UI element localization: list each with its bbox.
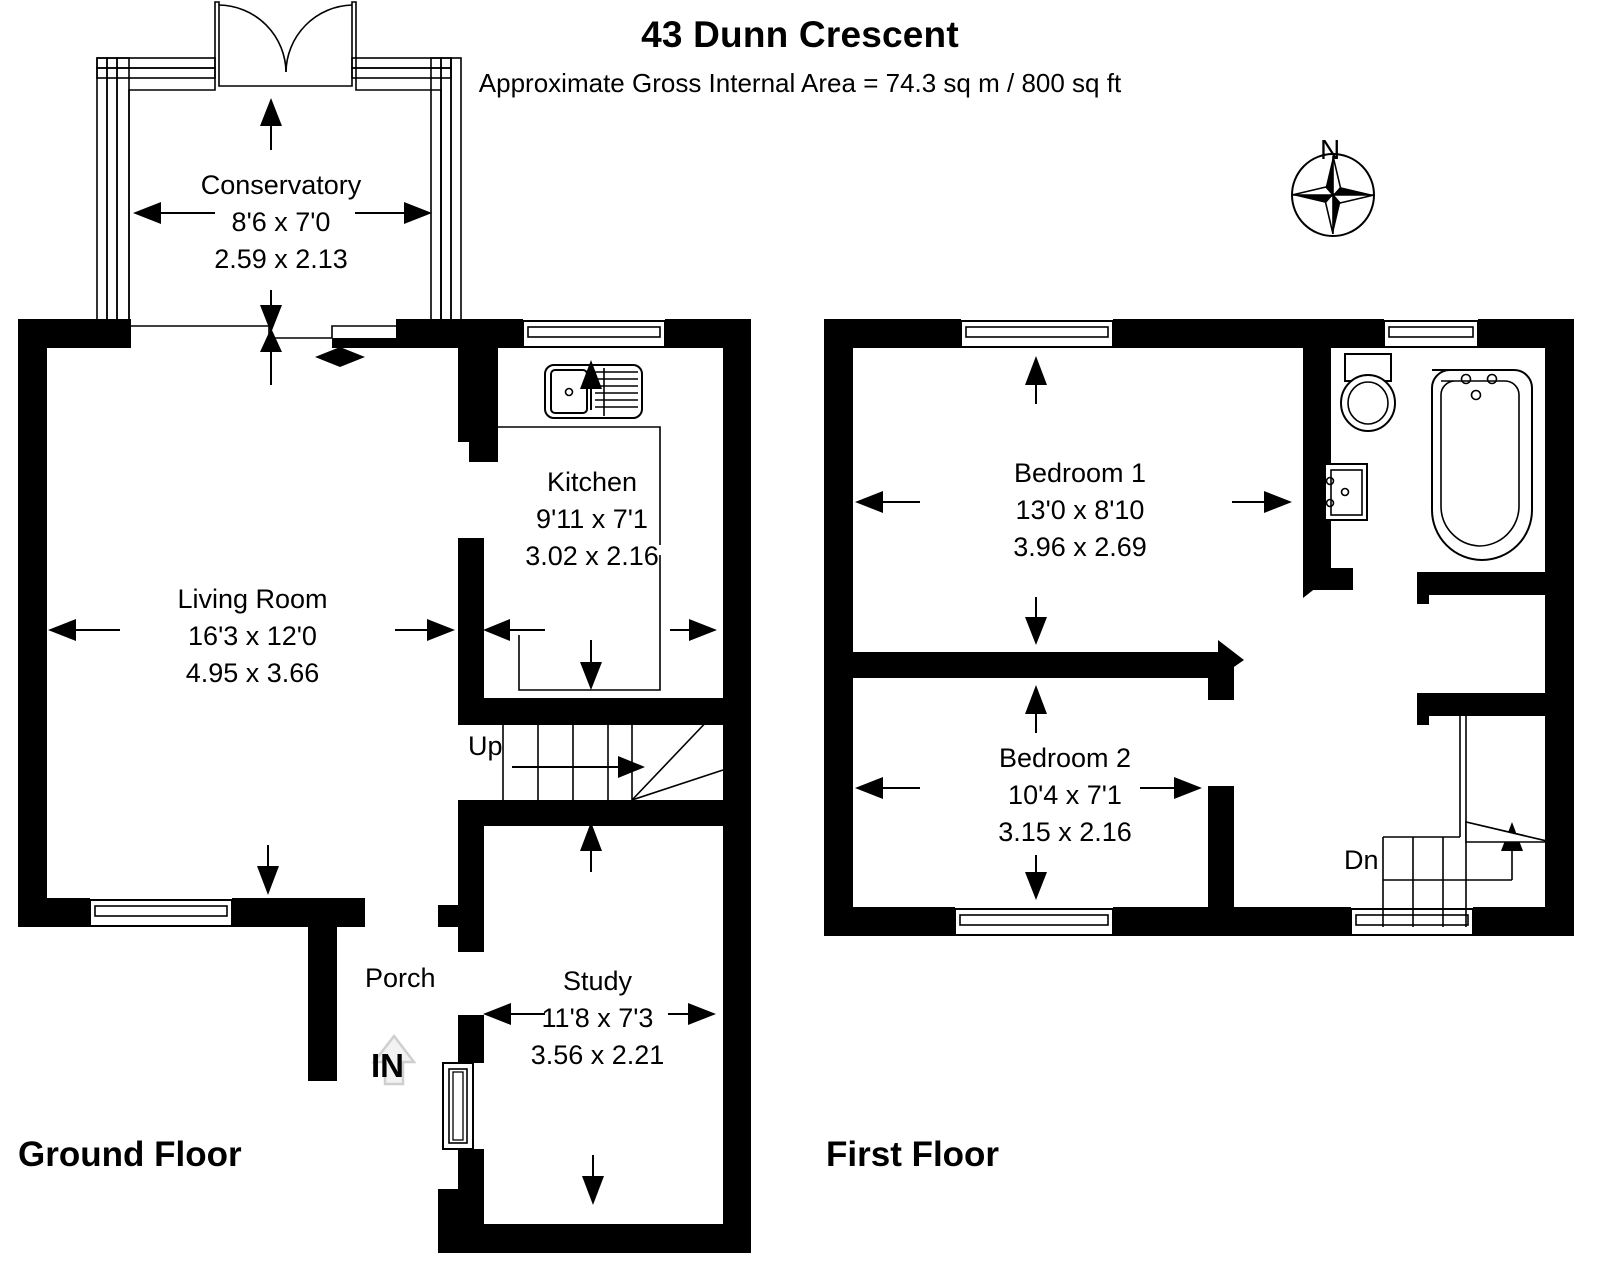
- room-label-porch: Porch: [365, 963, 436, 993]
- dimension-arrows-ground: [48, 98, 717, 1205]
- kitchen-sink-icon: [544, 364, 643, 419]
- ground-floor-label: Ground Floor: [18, 1135, 242, 1174]
- staircase-down: [1382, 712, 1552, 927]
- page-subtitle: Approximate Gross Internal Area = 74.3 s…: [478, 68, 1122, 98]
- page-title: 43 Dunn Crescent: [641, 14, 959, 55]
- first-floor-label: First Floor: [826, 1135, 1000, 1174]
- entrance-label: IN: [371, 1047, 404, 1084]
- stairs-down-label: Dn: [1344, 845, 1379, 875]
- staircase-up: [502, 715, 724, 801]
- bathtub-icon: [1431, 369, 1533, 562]
- basin-icon: [1324, 463, 1368, 521]
- first-floor-walls: [824, 319, 1574, 936]
- ground-floor-walls: [18, 319, 751, 1253]
- stairs-up-label: Up: [468, 731, 503, 761]
- wc-icon: [1340, 353, 1396, 432]
- dimension-arrows-first: [855, 356, 1292, 900]
- entrance-arrow-icon: [371, 1033, 417, 1086]
